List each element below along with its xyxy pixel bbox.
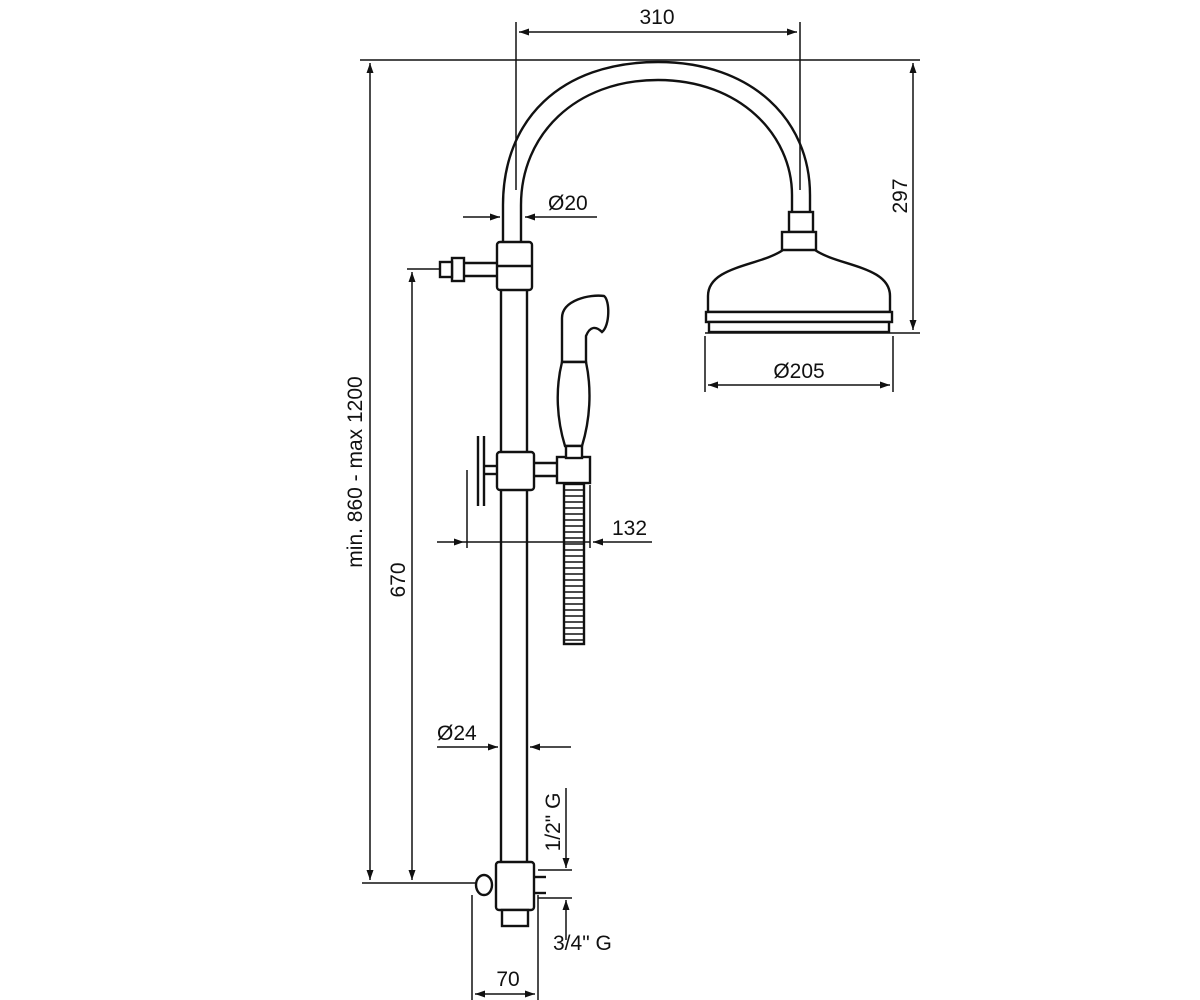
label-head-height: 297	[889, 178, 912, 213]
riser-pipe	[499, 290, 529, 862]
label-outlet-thread: 3/4" G	[553, 932, 612, 955]
overhead-shower-head	[704, 210, 894, 334]
label-hand-offset: 132	[612, 517, 647, 540]
extension-lines	[360, 22, 920, 1000]
label-inlet-thread: 1/2" G	[542, 793, 565, 852]
hand-shower	[556, 294, 610, 460]
label-base-width: 70	[496, 968, 519, 991]
label-riser-height: 670	[387, 562, 410, 597]
label-arm-width: 310	[639, 6, 674, 29]
upper-diverter-fitting	[438, 240, 534, 292]
shower-hose	[562, 482, 586, 646]
label-head-diameter: Ø205	[773, 360, 824, 383]
bottom-diverter-body	[474, 860, 546, 928]
shower-arm	[501, 60, 812, 242]
hand-shower-holder	[476, 436, 592, 506]
label-total-height: min. 860 - max 1200	[344, 376, 367, 567]
label-riser-diameter: Ø24	[437, 722, 477, 745]
label-arm-diameter: Ø20	[548, 192, 588, 215]
